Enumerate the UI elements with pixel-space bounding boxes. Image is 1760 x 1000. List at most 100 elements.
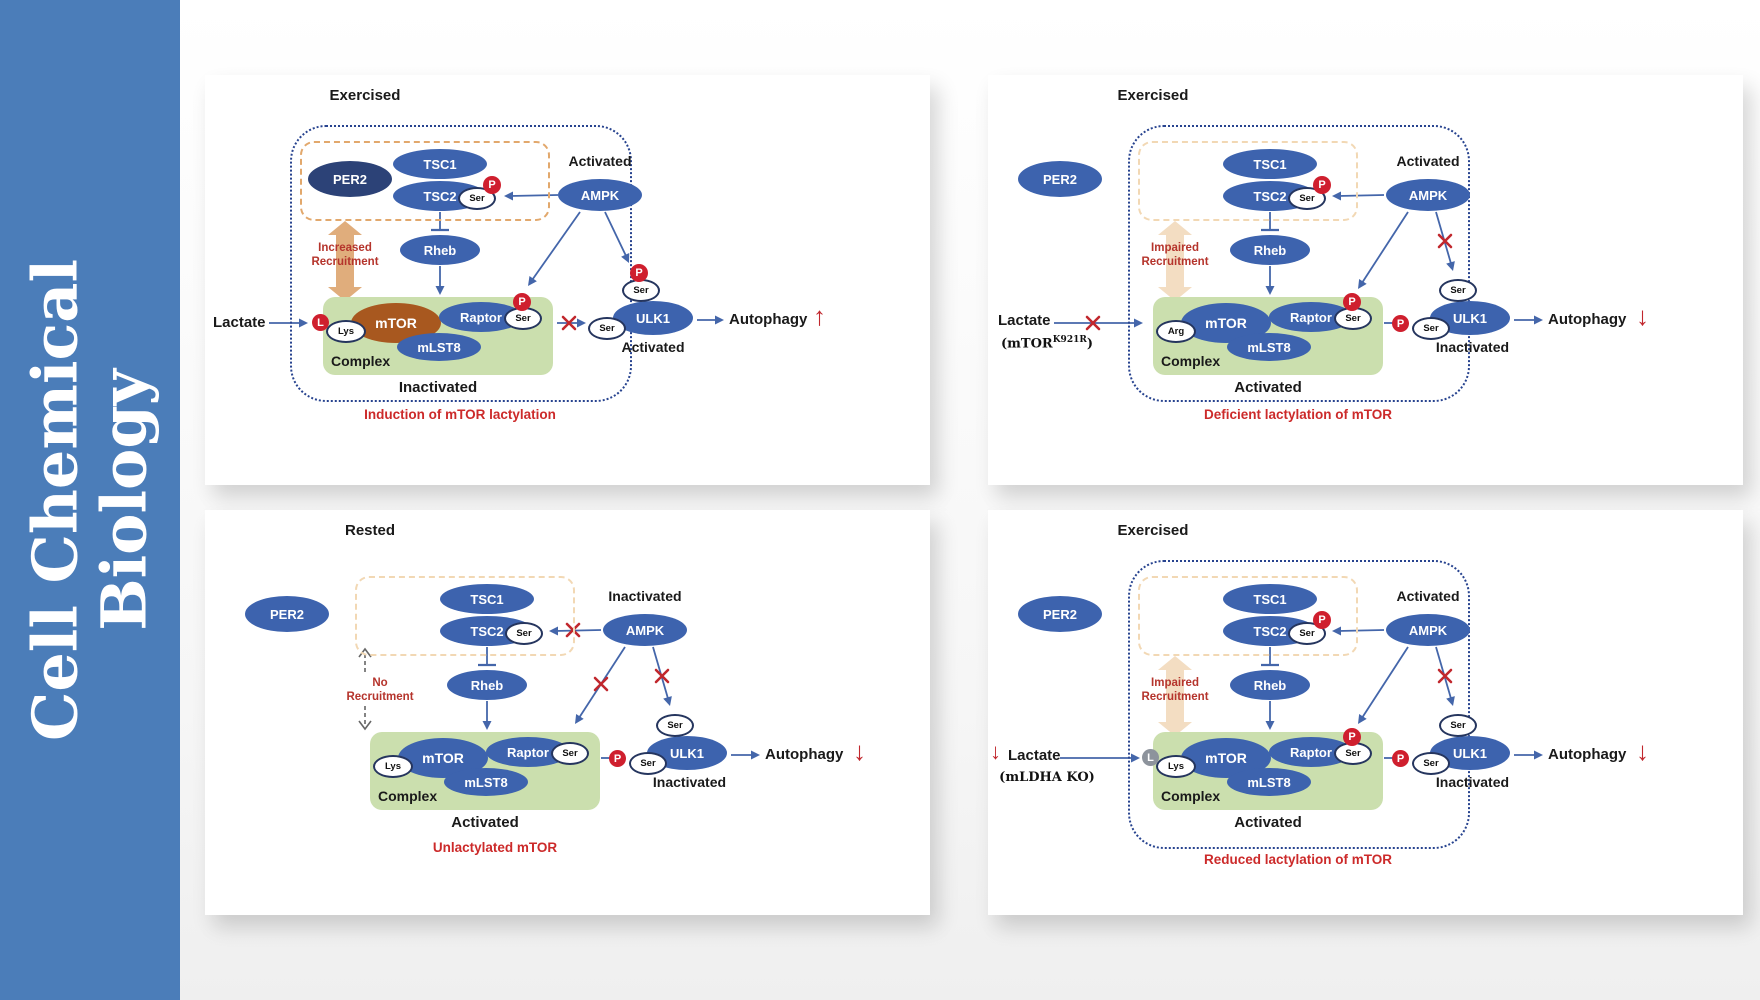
phospho-badge: P	[630, 264, 648, 282]
node-mlst8: mLST8	[444, 768, 528, 796]
node-raptor: Raptor	[1269, 737, 1353, 767]
phospho-badge: P	[609, 750, 626, 767]
phospho-badge: P	[483, 176, 501, 194]
node-tsc1: TSC1	[1223, 584, 1317, 614]
ulk1-state: Inactivated	[652, 774, 727, 790]
autophagy-direction: ↓	[1636, 736, 1649, 766]
node-rheb: Rheb	[400, 235, 480, 265]
blocked-x	[654, 668, 670, 684]
ulk1-state: Inactivated	[1435, 339, 1510, 355]
exercise-boundary-box	[1128, 560, 1470, 849]
blocked-x	[1437, 668, 1453, 684]
phospho-badge: P	[513, 293, 531, 311]
panel-rested-unlactylated: Rested PER2 TSC1 TSC2 Ser Inactivated AM…	[205, 510, 930, 915]
ser-site: Ser	[622, 279, 660, 302]
lactyl-badge: L	[1142, 749, 1159, 766]
ampk-state: Activated	[1396, 588, 1460, 604]
complex-state: Activated	[1234, 814, 1302, 831]
recruitment-note: No Recruitment	[346, 677, 414, 704]
complex-state: Inactivated	[398, 379, 478, 396]
pathway-arrows	[1054, 191, 1543, 331]
panel-title: Rested	[344, 522, 396, 539]
journal-title: Cell Chemical Biology	[19, 259, 161, 741]
journal-banner: Cell Chemical Biology	[0, 0, 180, 1000]
pathway-arrows	[269, 191, 724, 331]
recruitment-thick-arrow	[1158, 221, 1192, 301]
node-rheb: Rheb	[1230, 670, 1310, 700]
pathway-arrows	[358, 622, 760, 760]
node-ampk: AMPK	[558, 179, 642, 211]
ser-site: Ser	[588, 317, 626, 340]
autophagy-direction: ↓	[853, 736, 866, 766]
phospho-badge: P	[1392, 750, 1409, 767]
complex-state: Activated	[1234, 379, 1302, 396]
ser-site: Ser	[505, 622, 543, 645]
phospho-badge: P	[1343, 293, 1361, 311]
ser-site: Ser	[1439, 279, 1477, 302]
ser-site: Ser	[1439, 714, 1477, 737]
lactate-label: Lactate	[213, 314, 266, 331]
node-tsc1: TSC1	[393, 149, 487, 179]
lactyl-badge: L	[312, 314, 329, 331]
recruitment-note: Impaired Recruitment	[1141, 677, 1209, 704]
autophagy-direction: ↑	[813, 301, 826, 331]
panel-title: Exercised	[1117, 522, 1189, 539]
node-raptor: Raptor	[1269, 302, 1353, 332]
autophagy-direction: ↓	[1636, 301, 1649, 331]
recruitment-box	[1138, 141, 1358, 221]
blocked-x	[1437, 233, 1453, 249]
panel-caption: Reduced lactylation of mTOR	[1203, 852, 1393, 867]
panel-caption: Deficient lactylation of mTOR	[1203, 407, 1393, 422]
complex-label: Complex	[1161, 788, 1221, 804]
recruitment-thick-arrow	[328, 221, 362, 301]
panel-caption: Unlactylated mTOR	[432, 840, 558, 855]
autophagy-label: Autophagy	[765, 746, 844, 763]
pathway-arrows	[1060, 626, 1543, 763]
lactate-decrease-arrow: ↓	[990, 739, 1001, 764]
recruitment-box	[300, 141, 550, 221]
phospho-badge: P	[1343, 728, 1361, 746]
node-per2: PER2	[1018, 596, 1102, 632]
node-rheb: Rheb	[447, 670, 527, 700]
ampk-state: Inactivated	[608, 588, 682, 604]
exercise-boundary-box	[290, 125, 632, 402]
node-per2: PER2	[1018, 161, 1102, 197]
knockout-note: (mLDHA KO)	[999, 770, 1095, 785]
node-per2: PER2	[308, 161, 392, 197]
node-ampk: AMPK	[1386, 614, 1470, 646]
blocked-x	[561, 315, 577, 331]
mutation-note-sup: K921R	[1052, 335, 1087, 345]
mutation-note-base: (mTOR	[1001, 336, 1053, 352]
node-ulk1: ULK1	[613, 301, 693, 335]
ampk-state: Activated	[568, 153, 632, 169]
node-tsc1: TSC1	[440, 584, 534, 614]
lactate-label: Lactate	[998, 312, 1051, 329]
exercise-boundary-box	[1128, 125, 1470, 402]
ser-site: Ser	[629, 752, 667, 775]
complex-label: Complex	[378, 788, 438, 804]
lys-site: Lys	[373, 755, 413, 778]
node-ampk: AMPK	[603, 614, 687, 646]
autophagy-label: Autophagy	[1548, 311, 1627, 328]
ser-site: Ser	[1412, 317, 1450, 340]
complex-label: Complex	[331, 353, 391, 369]
mutation-note-close: )	[1086, 336, 1093, 352]
recruitment-box	[355, 576, 575, 656]
complex-label: Complex	[1161, 353, 1221, 369]
blocked-x	[1085, 315, 1101, 331]
node-raptor: Raptor	[439, 302, 523, 332]
mutation-note: (mTORK921R)	[988, 335, 1106, 351]
node-rheb: Rheb	[1230, 235, 1310, 265]
recruitment-thick-arrow	[1158, 656, 1192, 736]
panel-title: Exercised	[329, 87, 401, 104]
autophagy-label: Autophagy	[1548, 746, 1627, 763]
phospho-badge: P	[1313, 611, 1331, 629]
ser-site: Ser	[1412, 752, 1450, 775]
node-ampk: AMPK	[1386, 179, 1470, 211]
panel-exercised-k921r: Exercised PER2 TSC1 TSC2 Ser P Activated…	[988, 75, 1743, 485]
phospho-badge: P	[1313, 176, 1331, 194]
journal-title-line2: Biology	[88, 369, 161, 631]
panel-caption: Induction of mTOR lactylation	[364, 407, 556, 422]
phospho-badge: P	[1392, 315, 1409, 332]
